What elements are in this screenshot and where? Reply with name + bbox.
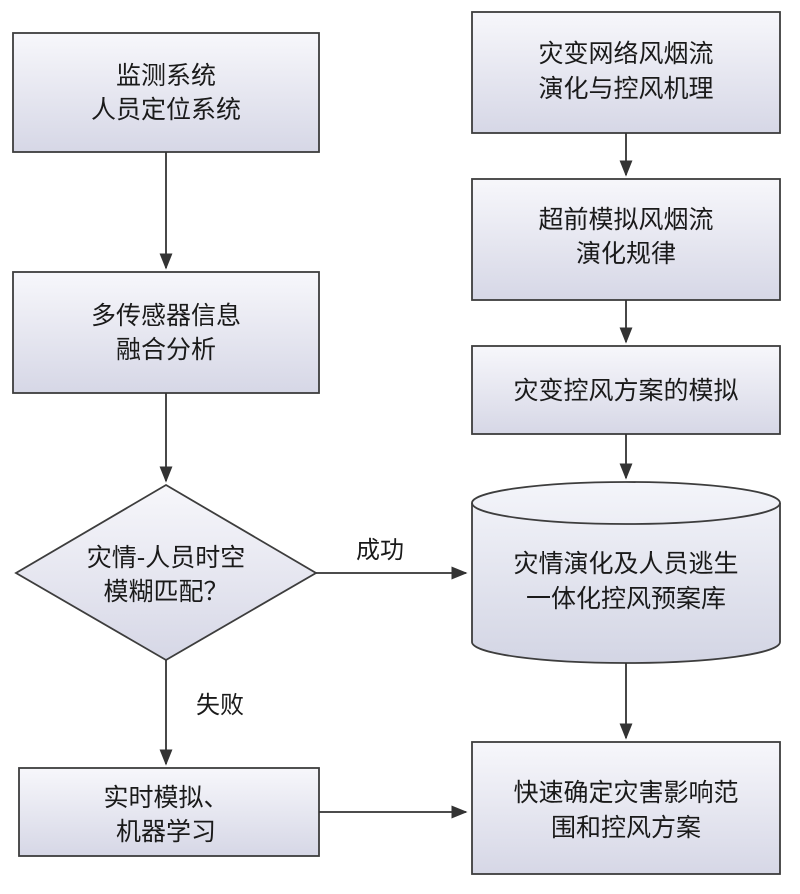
node-realtime-line1: 实时模拟、 — [103, 783, 228, 812]
node-determine: 快速确定灾害影响范 围和控风方案 — [471, 741, 781, 875]
node-monitoring: 监测系统 人员定位系统 — [12, 32, 320, 153]
node-fusion-line2: 融合分析 — [116, 335, 216, 364]
node-plan-sim-line1: 灾变控风方案的模拟 — [513, 376, 738, 405]
node-mechanism: 灾变网络风烟流 演化与控风机理 — [471, 11, 781, 134]
node-determine-line2: 围和控风方案 — [551, 813, 701, 842]
node-monitoring-line2: 人员定位系统 — [91, 95, 241, 124]
node-advance: 超前模拟风烟流 演化规律 — [471, 178, 781, 301]
edge-label-success: 成功 — [356, 536, 404, 564]
node-database-line1: 灾情演化及人员逃生 — [513, 549, 738, 578]
node-mechanism-line2: 演化与控风机理 — [538, 74, 713, 103]
node-realtime-line2: 机器学习 — [116, 817, 216, 846]
node-realtime: 实时模拟、 机器学习 — [18, 767, 320, 857]
node-fusion-line1: 多传感器信息 — [91, 301, 241, 330]
node-plan-sim: 灾变控风方案的模拟 — [471, 345, 781, 435]
node-database-line2: 一体化控风预案库 — [526, 584, 726, 613]
node-advance-line1: 超前模拟风烟流 — [538, 205, 713, 234]
node-match-line1: 灾情-人员时空 — [87, 543, 245, 572]
node-database: 灾情演化及人员逃生 一体化控风预案库 — [471, 481, 781, 664]
node-match: 灾情-人员时空 模糊匹配？ — [14, 483, 318, 662]
node-monitoring-line1: 监测系统 — [116, 61, 216, 90]
edge-label-fail: 失败 — [196, 691, 244, 719]
node-determine-line1: 快速确定灾害影响范 — [513, 778, 738, 807]
node-fusion: 多传感器信息 融合分析 — [12, 271, 320, 394]
node-advance-line2: 演化规律 — [576, 239, 676, 268]
node-mechanism-line1: 灾变网络风烟流 — [538, 39, 713, 68]
node-match-line2: 模糊匹配？ — [103, 577, 228, 606]
